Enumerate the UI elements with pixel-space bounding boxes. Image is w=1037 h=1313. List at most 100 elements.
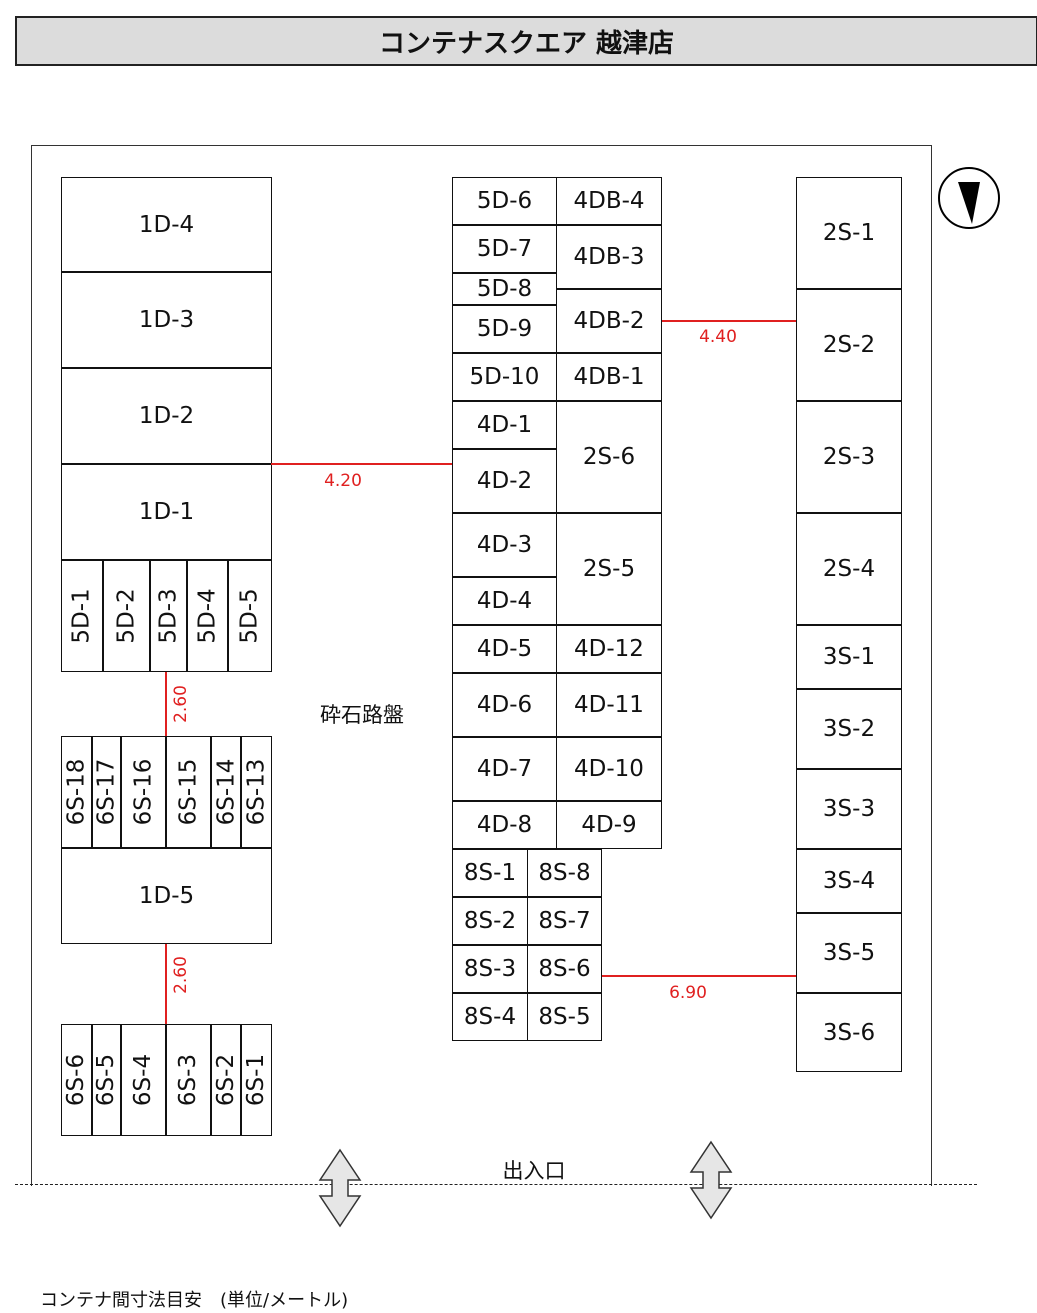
container-unit-8s-3[interactable]: 8S-3 <box>452 945 528 993</box>
container-unit-2s-2[interactable]: 2S-2 <box>796 289 902 401</box>
container-unit-4db-3[interactable]: 4DB-3 <box>556 225 662 289</box>
container-unit-4db-4[interactable]: 4DB-4 <box>556 177 662 225</box>
container-unit-1d-5[interactable]: 1D-5 <box>61 848 272 944</box>
container-unit-1d-4[interactable]: 1D-4 <box>61 177 272 272</box>
container-unit-4d-11[interactable]: 4D-11 <box>556 673 662 737</box>
container-unit-3s-3[interactable]: 3S-3 <box>796 769 902 849</box>
unit-label: 5D-4 <box>194 588 221 644</box>
container-unit-8s-7[interactable]: 8S-7 <box>527 897 602 945</box>
container-unit-3s-1[interactable]: 3S-1 <box>796 625 902 689</box>
container-unit-6s-2[interactable]: 6S-2 <box>211 1024 241 1136</box>
container-unit-6s-6[interactable]: 6S-6 <box>61 1024 92 1136</box>
container-unit-6s-5[interactable]: 6S-5 <box>92 1024 121 1136</box>
entrance-label: 出入口 <box>502 1159 566 1183</box>
container-unit-5d-9[interactable]: 5D-9 <box>452 305 557 353</box>
container-unit-1d-3[interactable]: 1D-3 <box>61 272 272 368</box>
container-unit-5d-1[interactable]: 5D-1 <box>61 560 103 672</box>
unit-label: 3S-4 <box>822 868 876 894</box>
container-unit-6s-14[interactable]: 6S-14 <box>211 736 241 848</box>
container-unit-6s-18[interactable]: 6S-18 <box>61 736 92 848</box>
ground-label: 砕石路盤 <box>320 703 404 727</box>
container-unit-3s-2[interactable]: 3S-2 <box>796 689 902 769</box>
unit-label: 4D-7 <box>476 756 533 782</box>
container-unit-5d-6[interactable]: 5D-6 <box>452 177 557 225</box>
unit-label: 5D-8 <box>476 276 533 302</box>
container-unit-2s-1[interactable]: 2S-1 <box>796 177 902 289</box>
unit-label: 4D-9 <box>581 812 637 838</box>
unit-label: 2S-1 <box>822 220 876 246</box>
unit-label: 8S-5 <box>538 1004 591 1030</box>
unit-label: 5D-5 <box>237 588 263 644</box>
dimension-label: 4.40 <box>699 327 737 347</box>
container-unit-4d-3[interactable]: 4D-3 <box>452 513 557 577</box>
container-unit-6s-17[interactable]: 6S-17 <box>92 736 121 848</box>
container-unit-4d-4[interactable]: 4D-4 <box>452 577 557 625</box>
container-unit-5d-3[interactable]: 5D-3 <box>150 560 187 672</box>
container-unit-6s-3[interactable]: 6S-3 <box>166 1024 211 1136</box>
container-unit-6s-16[interactable]: 6S-16 <box>121 736 166 848</box>
unit-label: 6S-15 <box>175 758 202 826</box>
unit-label: 6S-6 <box>63 1053 90 1107</box>
container-unit-3s-6[interactable]: 3S-6 <box>796 993 902 1072</box>
container-unit-1d-1[interactable]: 1D-1 <box>61 464 272 560</box>
unit-label: 5D-10 <box>469 364 540 390</box>
container-unit-5d-7[interactable]: 5D-7 <box>452 225 557 273</box>
double-arrow-icon <box>318 1148 362 1228</box>
unit-label: 4D-2 <box>476 468 533 494</box>
unit-label: 4D-11 <box>574 692 644 718</box>
container-unit-6s-13[interactable]: 6S-13 <box>241 736 272 848</box>
container-unit-8s-2[interactable]: 8S-2 <box>452 897 528 945</box>
unit-label: 6S-4 <box>130 1053 157 1107</box>
container-unit-8s-6[interactable]: 8S-6 <box>527 945 602 993</box>
container-unit-3s-5[interactable]: 3S-5 <box>796 913 902 993</box>
container-unit-6s-15[interactable]: 6S-15 <box>166 736 211 848</box>
container-unit-4d-8[interactable]: 4D-8 <box>452 801 557 849</box>
container-unit-4d-7[interactable]: 4D-7 <box>452 737 557 801</box>
container-unit-6s-4[interactable]: 6S-4 <box>121 1024 166 1136</box>
container-unit-4d-9[interactable]: 4D-9 <box>556 801 662 849</box>
container-unit-4db-2[interactable]: 4DB-2 <box>556 289 662 353</box>
unit-label: 8S-6 <box>538 956 591 982</box>
container-unit-2s-3[interactable]: 2S-3 <box>796 401 902 513</box>
page-title: コンテナスクエア 越津店 <box>15 16 1037 66</box>
container-unit-5d-2[interactable]: 5D-2 <box>103 560 150 672</box>
unit-label: 4DB-1 <box>573 364 645 390</box>
unit-label: 6S-3 <box>175 1053 202 1107</box>
container-unit-4d-6[interactable]: 4D-6 <box>452 673 557 737</box>
unit-label: 6S-17 <box>93 758 120 826</box>
container-unit-5d-4[interactable]: 5D-4 <box>187 560 228 672</box>
unit-label: 4DB-3 <box>573 244 645 270</box>
container-unit-8s-1[interactable]: 8S-1 <box>452 849 528 897</box>
container-unit-5d-5[interactable]: 5D-5 <box>228 560 272 672</box>
unit-label: 5D-2 <box>113 588 140 644</box>
unit-label: 2S-3 <box>822 444 876 470</box>
container-unit-8s-8[interactable]: 8S-8 <box>527 849 602 897</box>
container-unit-6s-1[interactable]: 6S-1 <box>241 1024 272 1136</box>
container-unit-5d-8[interactable]: 5D-8 <box>452 273 557 305</box>
container-unit-2s-4[interactable]: 2S-4 <box>796 513 902 625</box>
container-unit-4db-1[interactable]: 4DB-1 <box>556 353 662 401</box>
dimension-line <box>165 672 167 736</box>
unit-label: 8S-4 <box>463 1004 517 1030</box>
unit-label: 6S-2 <box>213 1053 240 1107</box>
unit-label: 5D-1 <box>69 588 95 644</box>
container-unit-4d-1[interactable]: 4D-1 <box>452 401 557 449</box>
container-unit-2s-5[interactable]: 2S-5 <box>556 513 662 625</box>
dimension-label: 2.60 <box>171 685 191 723</box>
container-unit-2s-6[interactable]: 2S-6 <box>556 401 662 513</box>
unit-label: 5D-9 <box>476 316 533 342</box>
container-unit-4d-2[interactable]: 4D-2 <box>452 449 557 513</box>
container-unit-4d-10[interactable]: 4D-10 <box>556 737 662 801</box>
container-unit-5d-10[interactable]: 5D-10 <box>452 353 557 401</box>
unit-label: 6S-1 <box>243 1053 270 1107</box>
container-unit-1d-2[interactable]: 1D-2 <box>61 368 272 464</box>
unit-label: 6S-5 <box>93 1053 120 1107</box>
container-unit-4d-5[interactable]: 4D-5 <box>452 625 557 673</box>
container-unit-3s-4[interactable]: 3S-4 <box>796 849 902 913</box>
unit-label: 3S-2 <box>822 716 876 742</box>
unit-label: 8S-1 <box>463 860 517 886</box>
container-unit-4d-12[interactable]: 4D-12 <box>556 625 662 673</box>
unit-label: 4D-4 <box>476 588 533 614</box>
container-unit-8s-5[interactable]: 8S-5 <box>527 993 602 1041</box>
container-unit-8s-4[interactable]: 8S-4 <box>452 993 528 1041</box>
